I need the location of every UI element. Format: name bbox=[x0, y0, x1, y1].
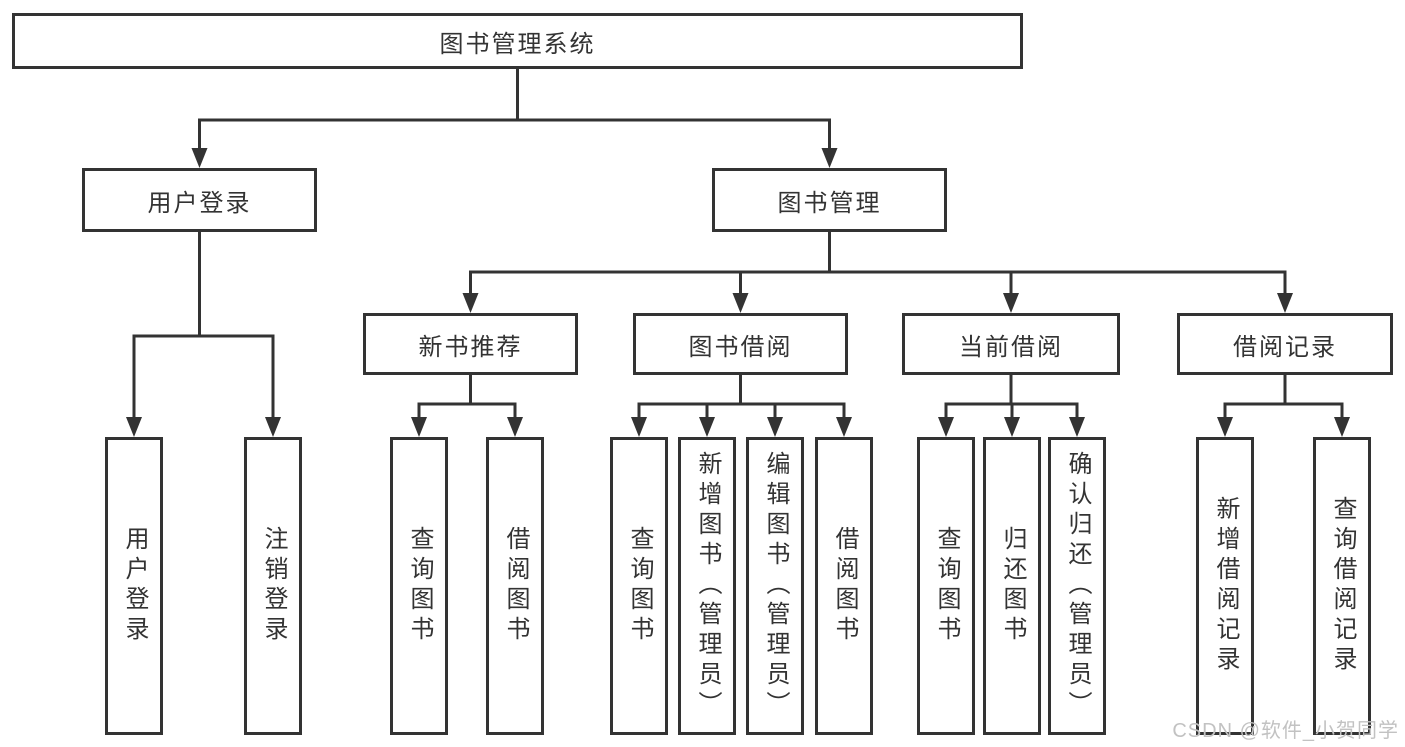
leaf-query-borrow-record: 查询借阅记录 bbox=[1313, 437, 1371, 735]
node-root-system: 图书管理系统 bbox=[12, 13, 1023, 69]
leaf-borrow-books: 借阅图书 bbox=[815, 437, 873, 735]
node-label: 新增图书（管理员） bbox=[694, 451, 721, 721]
node-current-borrowing: 当前借阅 bbox=[902, 313, 1120, 375]
node-book-borrowing: 图书借阅 bbox=[633, 313, 848, 375]
node-label: 新书推荐 bbox=[418, 333, 523, 361]
node-borrowing-records: 借阅记录 bbox=[1177, 313, 1393, 375]
node-user-login: 用户登录 bbox=[82, 168, 317, 232]
leaf-borrow-books-recommend: 借阅图书 bbox=[486, 437, 544, 735]
arrowheads bbox=[126, 148, 1350, 437]
node-label: 当前借阅 bbox=[959, 333, 1063, 361]
node-label: 查询图书 bbox=[933, 526, 960, 646]
leaf-logout: 注销登录 bbox=[244, 437, 302, 735]
node-label: 借阅记录 bbox=[1233, 333, 1337, 361]
leaf-add-book-admin: 新增图书（管理员） bbox=[678, 437, 736, 735]
node-label: 图书管理 bbox=[777, 189, 882, 217]
node-label: 借阅图书 bbox=[831, 526, 858, 646]
leaf-query-books-borrow: 查询图书 bbox=[610, 437, 668, 735]
node-label: 编辑图书（管理员） bbox=[762, 451, 789, 721]
leaf-add-borrow-record: 新增借阅记录 bbox=[1196, 437, 1254, 735]
node-label: 图书管理系统 bbox=[439, 30, 596, 58]
node-new-book-recommend: 新书推荐 bbox=[363, 313, 578, 375]
node-label: 注销登录 bbox=[260, 526, 287, 646]
node-label: 新增借阅记录 bbox=[1212, 496, 1239, 676]
node-label: 用户登录 bbox=[147, 189, 252, 217]
leaf-confirm-return-admin: 确认归还（管理员） bbox=[1048, 437, 1106, 735]
node-label: 查询借阅记录 bbox=[1329, 496, 1356, 676]
leaf-return-book: 归还图书 bbox=[983, 437, 1041, 735]
node-label: 确认归还（管理员） bbox=[1064, 451, 1091, 721]
node-label: 图书借阅 bbox=[688, 333, 793, 361]
leaf-edit-book-admin: 编辑图书（管理员） bbox=[746, 437, 804, 735]
node-label: 用户登录 bbox=[121, 526, 148, 646]
node-label: 借阅图书 bbox=[502, 526, 529, 646]
node-label: 查询图书 bbox=[406, 526, 433, 646]
node-book-management: 图书管理 bbox=[712, 168, 947, 232]
node-label: 查询图书 bbox=[626, 526, 653, 646]
leaf-user-login: 用户登录 bbox=[105, 437, 163, 735]
node-label: 归还图书 bbox=[999, 526, 1026, 646]
leaf-query-books-recommend: 查询图书 bbox=[390, 437, 448, 735]
csdn-watermark: CSDN @软件_小贺同学 bbox=[1172, 720, 1399, 742]
leaf-query-books-current: 查询图书 bbox=[917, 437, 975, 735]
